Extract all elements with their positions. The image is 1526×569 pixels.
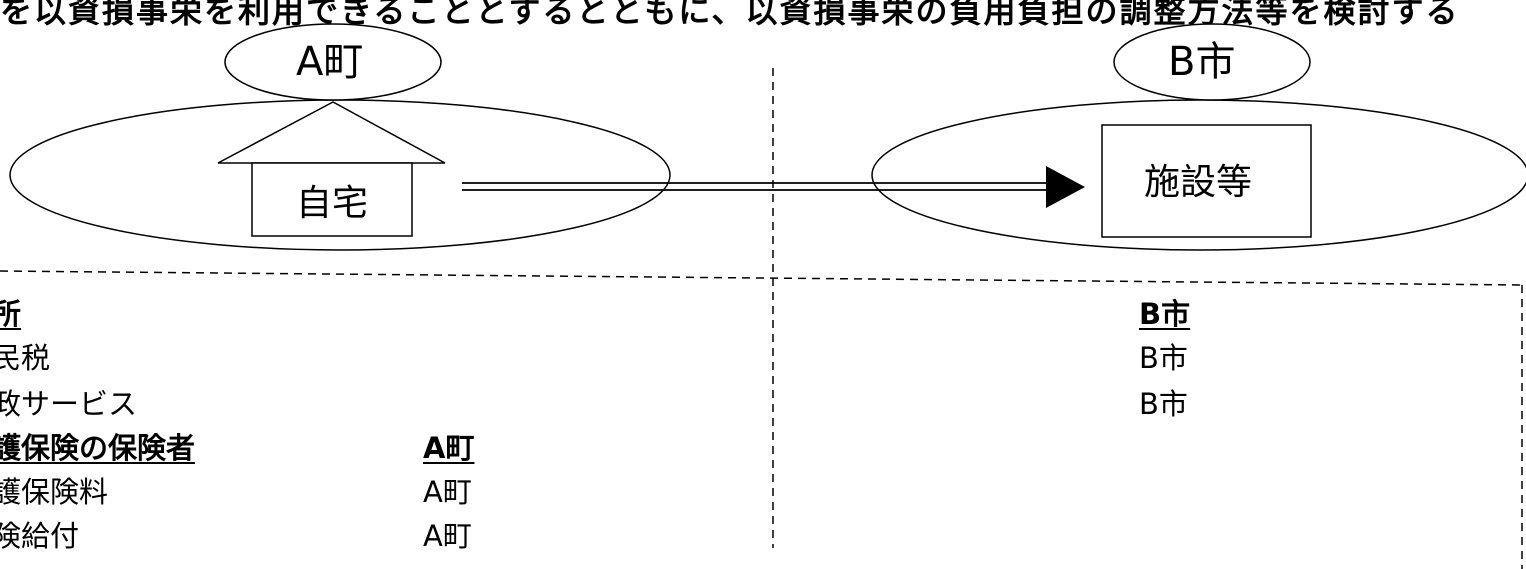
house-body-shape [251, 162, 413, 237]
right-value-1: B市 [1139, 341, 1188, 375]
horizontal-dashed-divider [0, 270, 1523, 286]
region-b-label: B市 [1168, 39, 1236, 85]
arrowhead-shape [1046, 166, 1085, 208]
region-a-label: A町 [296, 39, 364, 85]
house-roof-shape [217, 101, 446, 164]
row-label-3: 護保険の保険者 [0, 431, 196, 465]
row-label-5: 険給付 [0, 519, 80, 553]
right-value-0: B市 [1139, 297, 1191, 331]
home-label: 自宅 [296, 183, 369, 224]
row-label-2: 政サービス [0, 387, 138, 421]
facility-box-shape [1101, 124, 1312, 238]
region-a-label-oval [224, 23, 442, 101]
middle-value-2: A町 [423, 519, 472, 553]
middle-value-0: A町 [423, 431, 475, 465]
row-label-4: 護保険料 [0, 475, 109, 509]
row-label-0: 所 [0, 297, 22, 331]
region-b-label-oval [1113, 23, 1311, 101]
middle-value-1: A町 [423, 475, 472, 509]
right-value-2: B市 [1139, 387, 1188, 421]
facility-label: 施設等 [1144, 162, 1253, 203]
row-label-1: 民税 [0, 341, 51, 375]
